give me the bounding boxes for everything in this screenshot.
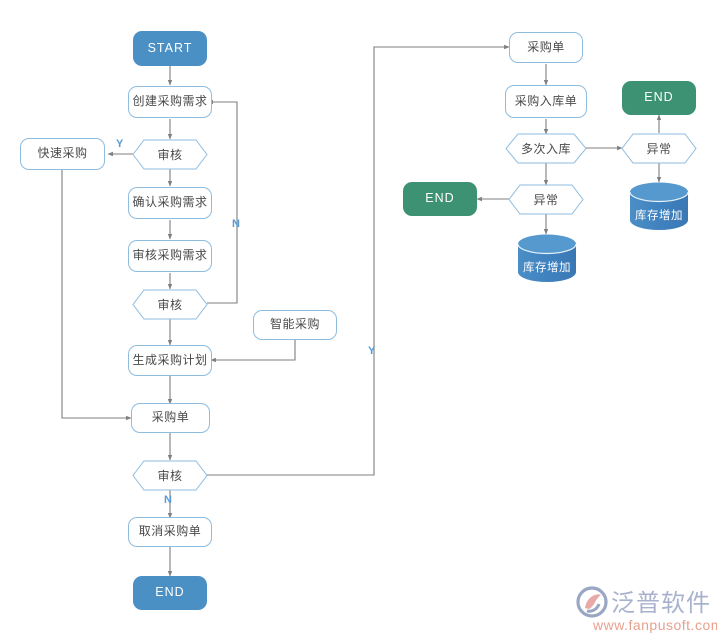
edge-label-audit3-yes: Y bbox=[368, 345, 376, 357]
node-purchase-order-left-label: 采购单 bbox=[151, 410, 190, 425]
node-purchase-order-left[interactable]: 采购单 bbox=[131, 403, 210, 433]
watermark-logo: 泛普软件 www.fanpusoft.com bbox=[575, 582, 717, 638]
node-purchase-order-right-label: 采购单 bbox=[527, 39, 565, 54]
node-audit-3-label: 审核 bbox=[157, 469, 183, 483]
node-audit-1-label: 审核 bbox=[157, 148, 183, 162]
node-audit-requirement-label: 审核采购需求 bbox=[132, 248, 208, 263]
node-abnormal-2[interactable]: 异常 bbox=[621, 133, 697, 164]
node-abnormal-1-label: 异常 bbox=[533, 193, 559, 207]
node-abnormal-2-label: 异常 bbox=[646, 142, 672, 156]
node-smart-purchase[interactable]: 智能采购 bbox=[253, 310, 337, 340]
node-smart-purchase-label: 智能采购 bbox=[269, 317, 320, 332]
node-cancel-purchase-order[interactable]: 取消采购单 bbox=[128, 517, 212, 547]
node-audit-requirement[interactable]: 审核采购需求 bbox=[128, 240, 212, 272]
node-generate-plan-label: 生成采购计划 bbox=[132, 352, 208, 367]
edge-label-audit1-yes: Y bbox=[116, 138, 124, 150]
node-stock-increase-2-label: 库存增加 bbox=[635, 210, 683, 222]
node-generate-plan[interactable]: 生成采购计划 bbox=[128, 345, 212, 376]
node-audit-1[interactable]: 审核 bbox=[132, 139, 208, 170]
node-create-requirement-label: 创建采购需求 bbox=[132, 94, 208, 109]
node-audit-2[interactable]: 审核 bbox=[132, 289, 208, 320]
node-fast-purchase[interactable]: 快速采购 bbox=[20, 138, 105, 170]
node-end-left-label: END bbox=[155, 585, 185, 600]
node-start-label: START bbox=[147, 40, 193, 55]
node-purchase-receipt[interactable]: 采购入库单 bbox=[505, 85, 587, 118]
node-audit-2-label: 审核 bbox=[157, 298, 183, 312]
svg-text:泛普软件: 泛普软件 bbox=[611, 590, 711, 617]
node-end-middle[interactable]: END bbox=[403, 182, 477, 216]
node-fast-purchase-label: 快速采购 bbox=[37, 146, 88, 161]
node-confirm-requirement-label: 确认采购需求 bbox=[132, 195, 208, 210]
node-multiple-inbound-label: 多次入库 bbox=[520, 142, 571, 156]
node-create-requirement[interactable]: 创建采购需求 bbox=[128, 86, 212, 118]
node-stock-increase-1[interactable]: 库存增加 bbox=[517, 234, 577, 282]
node-end-right-label: END bbox=[644, 90, 674, 105]
node-purchase-receipt-label: 采购入库单 bbox=[514, 93, 578, 108]
edge-label-audit2-no: N bbox=[232, 218, 240, 230]
svg-text:www.fanpusoft.com: www.fanpusoft.com bbox=[592, 617, 717, 633]
edge-label-audit3-no: N bbox=[164, 494, 172, 506]
node-end-middle-label: END bbox=[425, 191, 455, 206]
node-audit-3[interactable]: 审核 bbox=[132, 460, 208, 491]
node-start[interactable]: START bbox=[133, 31, 207, 66]
node-multiple-inbound[interactable]: 多次入库 bbox=[505, 133, 587, 164]
node-stock-increase-2[interactable]: 库存增加 bbox=[629, 182, 689, 230]
node-cancel-purchase-order-label: 取消采购单 bbox=[138, 524, 202, 539]
node-confirm-requirement[interactable]: 确认采购需求 bbox=[128, 187, 212, 219]
node-purchase-order-right[interactable]: 采购单 bbox=[509, 32, 583, 63]
node-stock-increase-1-label: 库存增加 bbox=[523, 262, 571, 274]
node-end-left[interactable]: END bbox=[133, 576, 207, 610]
node-end-right[interactable]: END bbox=[622, 81, 696, 115]
node-abnormal-1[interactable]: 异常 bbox=[508, 184, 584, 215]
